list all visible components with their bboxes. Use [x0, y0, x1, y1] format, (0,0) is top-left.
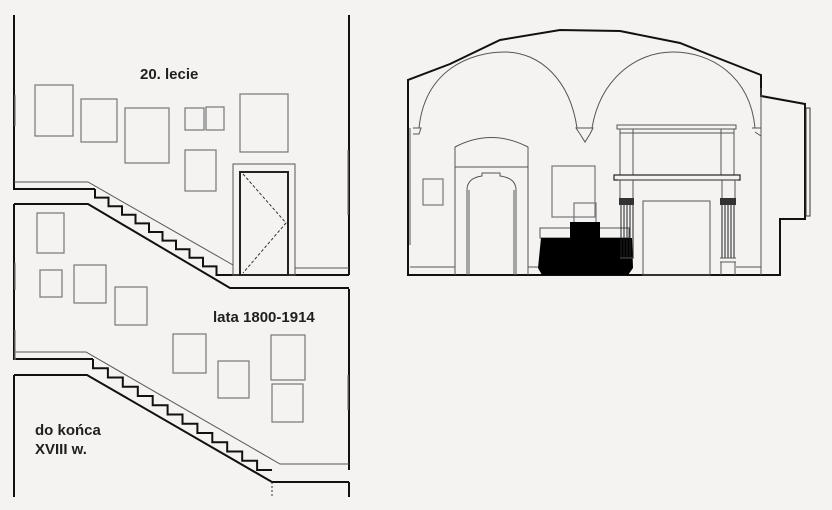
paintings-upper: [34, 84, 289, 192]
portal: [613, 124, 761, 276]
floor-label-1800-1914: lata 1800-1914: [213, 309, 315, 326]
furniture-silhouette: [538, 238, 633, 275]
lower-stairs: [92, 359, 272, 471]
upper-slab: [14, 203, 349, 289]
vault-arch-right: [591, 51, 756, 129]
painting: [34, 84, 74, 137]
side-window: [805, 107, 811, 217]
painting: [184, 149, 217, 192]
room-elevation: [407, 28, 811, 276]
door-frame: [232, 163, 296, 276]
painting: [271, 383, 304, 423]
door: [239, 171, 289, 276]
outer-walls: [13, 15, 350, 497]
paintings-middle: [36, 212, 306, 423]
painting: [80, 98, 118, 143]
staircase-section: [13, 15, 350, 497]
furniture-block: [570, 222, 600, 250]
painting: [114, 286, 148, 326]
vault-arch-left: [418, 51, 578, 129]
painting: [124, 107, 170, 164]
wall-panel-marks: [14, 95, 349, 410]
painting: [184, 107, 205, 131]
doorway: [454, 137, 529, 275]
door-swing-icon: [242, 173, 287, 274]
painting: [172, 333, 207, 374]
painting: [39, 269, 63, 298]
painting: [217, 360, 250, 399]
lower-slab: [14, 374, 349, 483]
upper-handrail: [14, 181, 234, 266]
floor-label-20th-century: 20. lecie: [140, 66, 199, 83]
painting: [422, 178, 444, 206]
painting: [36, 212, 65, 254]
painting: [205, 106, 225, 131]
painting: [270, 334, 306, 381]
corbels: [413, 127, 762, 143]
floor-label-until-18th-century-line2: XVIII w.: [35, 441, 87, 458]
upper-stairs: [94, 189, 230, 276]
small-frame: [573, 202, 597, 224]
inner-wall-line: [409, 88, 762, 275]
lower-handrail: [14, 351, 349, 465]
painting: [239, 93, 289, 153]
painting: [73, 264, 107, 304]
room-outline: [407, 28, 806, 276]
floor-label-until-18th-century-line1: do końca: [35, 422, 101, 439]
